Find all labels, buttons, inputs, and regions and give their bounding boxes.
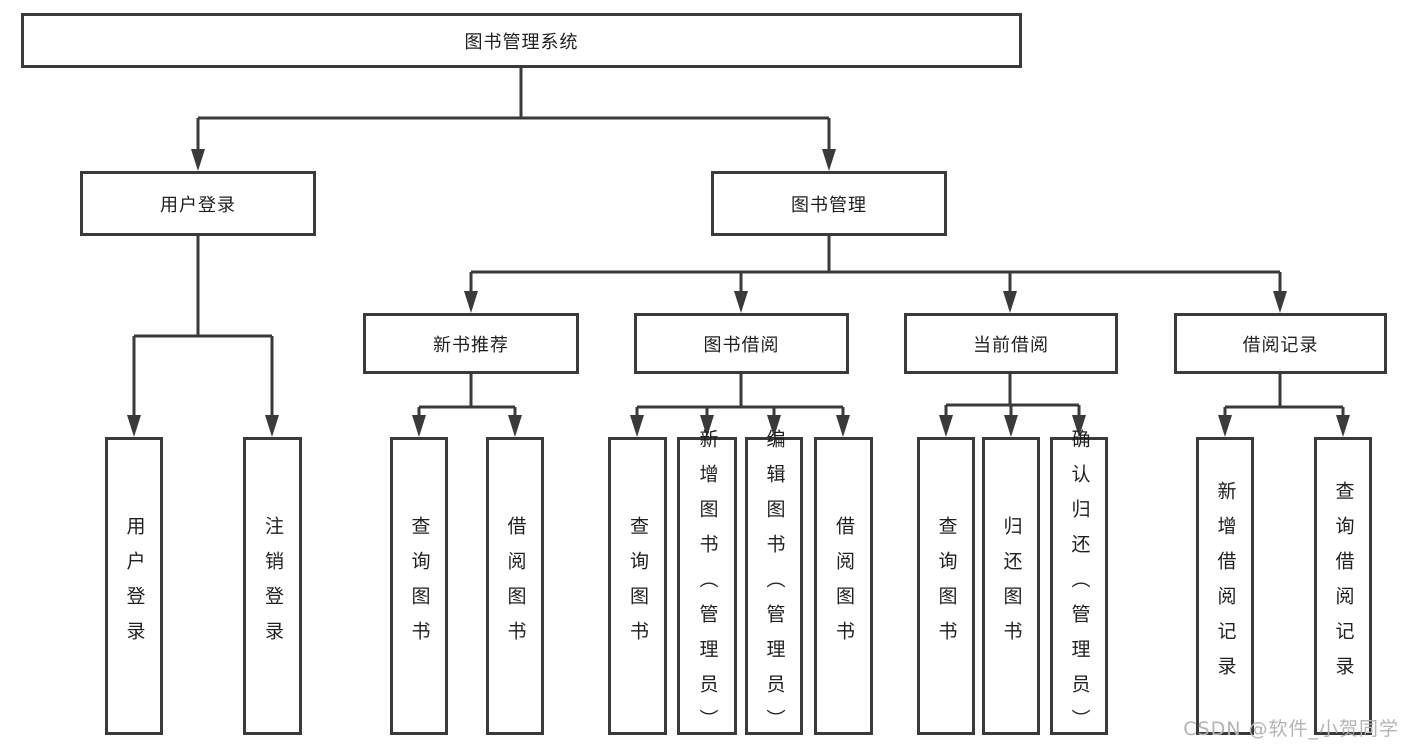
arrowhead-icon xyxy=(127,415,141,437)
arrowhead-icon xyxy=(1273,291,1287,313)
arrowhead-icon xyxy=(1003,291,1017,313)
leaf-logout-label: 注销登录 xyxy=(262,516,284,656)
arrowhead-icon xyxy=(700,415,714,437)
leaf-borrow-book-recommend-label: 借阅图书 xyxy=(504,516,527,656)
arrowhead-icon xyxy=(939,415,953,437)
arrowhead-icon xyxy=(508,415,522,437)
node-user-login: 用户登录 xyxy=(80,171,316,236)
leaf-query-book-borrow-label: 查询图书 xyxy=(627,516,649,656)
leaf-add-borrow-record: 新增借阅记录 xyxy=(1196,437,1254,735)
leaf-confirm-return-admin-label: 确认归还（管理员） xyxy=(1068,428,1091,744)
leaf-add-book-admin-label: 新增图书（管理员） xyxy=(696,428,719,744)
arrowhead-icon xyxy=(1004,415,1018,437)
leaf-borrow-book-recommend: 借阅图书 xyxy=(486,437,544,735)
node-root: 图书管理系统 xyxy=(21,13,1022,68)
edge-book-management-split xyxy=(469,236,1282,298)
node-borrow-record-label: 借阅记录 xyxy=(1242,334,1319,356)
csdn-watermark: CSDN @软件_小贺同学 xyxy=(1183,718,1399,740)
node-user-login-label: 用户登录 xyxy=(160,194,236,216)
arrowhead-icon xyxy=(734,291,748,313)
arrowhead-icon xyxy=(836,415,850,437)
edge-new-book-split xyxy=(417,374,517,424)
leaf-edit-book-admin-label: 编辑图书（管理员） xyxy=(763,428,786,744)
leaf-query-borrow-record: 查询借阅记录 xyxy=(1314,437,1372,735)
leaf-confirm-return-admin: 确认归还（管理员） xyxy=(1050,429,1108,744)
node-new-book-recommend-label: 新书推荐 xyxy=(433,334,509,356)
leaf-query-book-current-label: 查询图书 xyxy=(935,516,958,656)
arrowhead-icon xyxy=(191,149,205,171)
edge-user-login-split xyxy=(132,236,274,422)
node-new-book-recommend: 新书推荐 xyxy=(363,313,579,374)
leaf-borrow-book-label: 借阅图书 xyxy=(833,516,855,656)
node-borrow-record: 借阅记录 xyxy=(1174,313,1387,374)
node-current-borrow: 当前借阅 xyxy=(904,313,1118,374)
edge-root-split xyxy=(196,68,831,155)
node-book-management-label: 图书管理 xyxy=(791,194,867,216)
node-current-borrow-label: 当前借阅 xyxy=(973,334,1049,356)
leaf-query-book-current: 查询图书 xyxy=(917,437,975,735)
leaf-query-book-recommend-label: 查询图书 xyxy=(408,516,431,656)
node-book-management: 图书管理 xyxy=(711,171,947,236)
node-root-label: 图书管理系统 xyxy=(464,31,579,53)
leaf-query-book-borrow: 查询图书 xyxy=(608,437,667,735)
arrowhead-icon xyxy=(464,291,478,313)
leaf-user-login-label: 用户登录 xyxy=(123,516,146,656)
arrowheads xyxy=(127,149,1350,437)
leaf-add-book-admin: 新增图书（管理员） xyxy=(677,429,737,744)
arrowhead-icon xyxy=(1072,415,1086,437)
leaf-logout: 注销登录 xyxy=(243,437,302,735)
arrowhead-icon xyxy=(265,415,279,437)
arrowhead-icon xyxy=(1218,415,1232,437)
tree-edges xyxy=(132,68,1345,424)
arrowhead-icon xyxy=(822,149,836,171)
edge-borrow-record-split xyxy=(1223,374,1345,424)
leaf-edit-book-admin: 编辑图书（管理员） xyxy=(745,429,803,744)
leaf-return-book-label: 归还图书 xyxy=(1000,516,1023,656)
arrowhead-icon xyxy=(630,415,644,437)
leaf-query-book-recommend: 查询图书 xyxy=(390,437,448,735)
leaf-add-borrow-record-label: 新增借阅记录 xyxy=(1214,481,1237,691)
leaf-return-book: 归还图书 xyxy=(982,437,1040,735)
node-book-borrow-label: 图书借阅 xyxy=(703,334,780,356)
edge-current-borrow-split xyxy=(944,374,1081,424)
edge-book-borrow-split xyxy=(635,374,845,424)
leaf-user-login: 用户登录 xyxy=(105,437,163,735)
leaf-borrow-book: 借阅图书 xyxy=(814,437,873,735)
leaf-query-borrow-record-label: 查询借阅记录 xyxy=(1332,481,1355,691)
arrowhead-icon xyxy=(412,415,426,437)
node-book-borrow: 图书借阅 xyxy=(634,313,849,374)
arrowhead-icon xyxy=(767,415,781,437)
arrowhead-icon xyxy=(1336,415,1350,437)
